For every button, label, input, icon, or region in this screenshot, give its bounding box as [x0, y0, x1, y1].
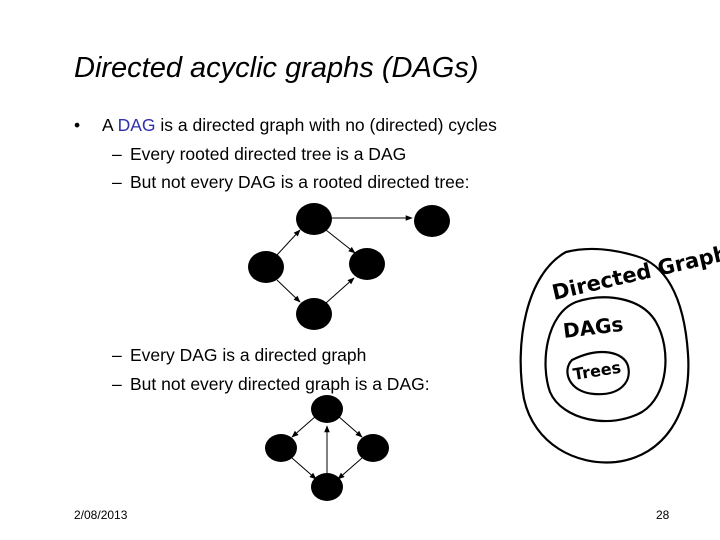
dash-marker: –: [112, 374, 122, 394]
nested-sets-sketch: Directed Graphs DAGs Trees: [519, 238, 720, 464]
bullet-marker: •: [74, 115, 81, 135]
subpoint-dag-not-tree: –But not every DAG is a rooted directed …: [112, 171, 469, 193]
graph-node: [349, 248, 385, 280]
graph-node: [311, 473, 343, 501]
label-directed-graphs: Directed Graphs: [550, 238, 720, 305]
graph-node: [248, 251, 284, 283]
label-trees: Trees: [572, 358, 623, 384]
dash-marker: –: [112, 172, 122, 192]
slide-title: Directed acyclic graphs (DAGs): [74, 52, 479, 84]
dash-marker: –: [112, 345, 122, 365]
dag-example-graph: [248, 203, 450, 330]
edge-left-bottom: [291, 457, 317, 480]
subpoint-text: But not every directed graph is a DAG:: [130, 374, 430, 394]
footer-date: 2/08/2013: [74, 508, 128, 522]
outer-set-outline: [519, 247, 690, 464]
edge-top-mid: [325, 229, 356, 254]
edge-top-right: [337, 415, 363, 438]
graph-node: [357, 434, 389, 462]
edge-left-top: [276, 229, 301, 256]
bullet-suffix: is a directed graph with no (directed) c…: [155, 115, 497, 135]
dash-marker: –: [112, 144, 122, 164]
subpoint-tree-is-dag: –Every rooted directed tree is a DAG: [112, 143, 406, 165]
edge-bottom-mid: [325, 277, 355, 304]
edge-left-bottom: [276, 279, 301, 303]
subpoint-text: Every rooted directed tree is a DAG: [130, 144, 407, 164]
dag-term: DAG: [117, 115, 156, 135]
graph-node: [296, 203, 332, 235]
inner-set-outline: [566, 351, 630, 396]
edge-right-bottom: [337, 457, 363, 480]
subpoint-dag-is-digraph: –Every DAG is a directed graph: [112, 344, 366, 366]
graph-node: [311, 395, 343, 423]
subpoint-text: But not every DAG is a rooted directed t…: [130, 172, 470, 192]
graph-node: [265, 434, 297, 462]
cyclic-graph-example: [265, 395, 389, 501]
graph-node: [414, 205, 450, 237]
page-number: 28: [656, 508, 670, 522]
main-bullet: • A DAG is a directed graph with no (dire…: [74, 114, 497, 136]
graph-node: [296, 298, 332, 330]
subpoint-text: Every DAG is a directed graph: [130, 345, 367, 365]
subpoint-digraph-not-dag: –But not every directed graph is a DAG:: [112, 373, 430, 395]
middle-set-outline: [544, 296, 667, 423]
label-dags: DAGs: [562, 312, 625, 343]
bullet-prefix: A: [102, 115, 118, 135]
edge-top-left: [291, 415, 317, 438]
